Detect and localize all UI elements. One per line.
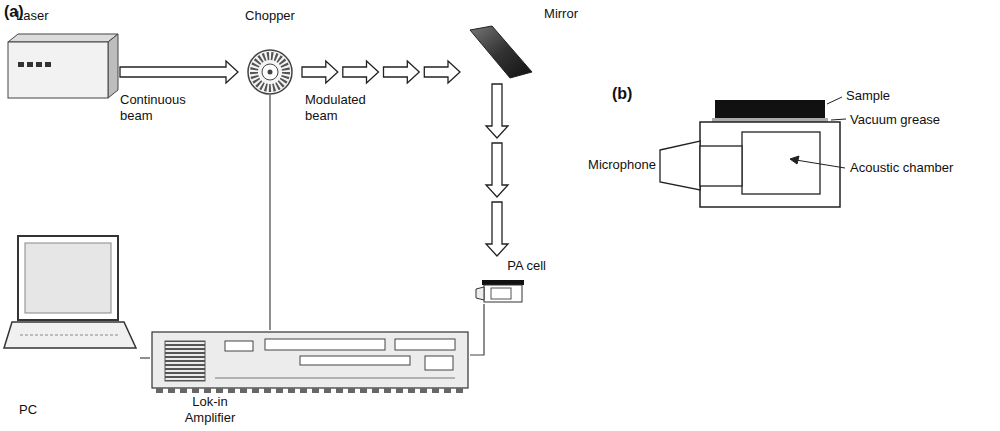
beam-arrow — [120, 61, 238, 83]
part-name: Vacuum grease — [850, 112, 940, 128]
beam-arrow — [486, 143, 508, 197]
beam-arrow — [486, 202, 508, 256]
leader-lines — [790, 97, 846, 168]
beam-label: Modulated beam — [305, 92, 377, 123]
connector — [486, 84, 508, 256]
cable-line — [269, 95, 270, 330]
node-label: PC — [19, 402, 59, 418]
chopper-wheel — [248, 50, 292, 94]
node-label: Lok-in Amplifier — [172, 394, 248, 425]
connector — [302, 61, 460, 83]
beam-label: Continuous beam — [120, 92, 198, 123]
pc-node: PC — [5, 232, 140, 424]
chopper-node: Chopper — [240, 8, 300, 95]
mirror-shape — [470, 26, 532, 78]
part-name: Acoustic chamber — [850, 160, 953, 176]
connector — [470, 304, 484, 355]
lockin-amplifier-drawing — [152, 332, 468, 393]
beam-arrow — [384, 61, 420, 83]
node-label: Chopper — [240, 8, 300, 24]
mirror-node: Mirror — [462, 6, 582, 82]
connector — [140, 358, 150, 359]
cable-line — [140, 357, 150, 358]
laser-device — [8, 34, 118, 98]
part-name: Microphone — [584, 157, 656, 173]
beam-arrow — [343, 61, 379, 83]
part-label: (b) — [612, 84, 632, 103]
laser-node: Laser — [8, 8, 108, 100]
node-label: PA cell — [474, 258, 546, 274]
amplifier-node: Lok-in Amplifier — [150, 330, 470, 427]
part-label: (a) — [4, 2, 24, 21]
laptop-drawing — [4, 236, 136, 348]
pa-cell-drawing — [476, 280, 524, 302]
part-name: Sample — [846, 88, 890, 104]
beam-arrow — [302, 61, 338, 83]
beam-arrow — [486, 84, 508, 138]
node-label: Mirror — [462, 6, 582, 22]
pa-cell-detail — [660, 100, 840, 207]
cable-line — [470, 304, 484, 355]
beam-arrow — [424, 61, 460, 83]
connector — [270, 95, 271, 330]
connector — [120, 61, 238, 83]
pa-cell-node: PA cell — [474, 258, 546, 304]
